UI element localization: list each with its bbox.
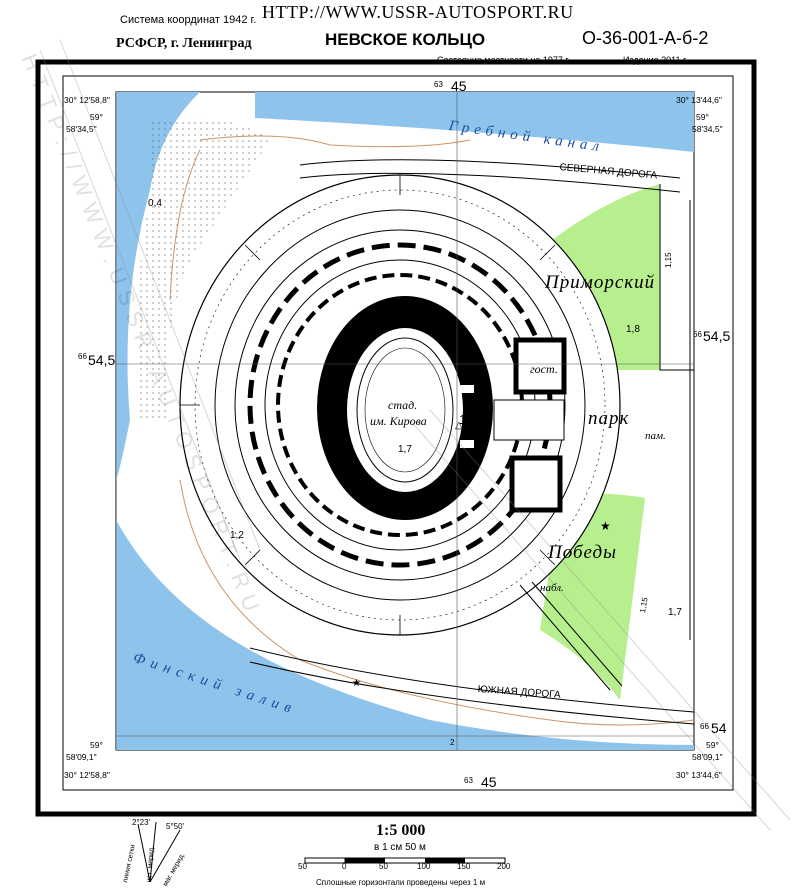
canal-water [255,92,694,152]
scale-tick: 0 [342,862,347,871]
lat-top-deg-right: 59° [696,112,709,122]
lon-right-top: 30° 13'44,6" [676,95,722,105]
east-road [659,184,694,371]
lat-top-deg-left: 59° [90,112,103,122]
lon-left-bottom: 30° 12'58,8" [64,770,110,780]
south-road-edge [249,661,694,725]
watermark-lines [39,39,791,831]
lon-right-bottom: 30° 13'44,6" [676,770,722,780]
star-icon: ★ [352,678,361,689]
grid-top-big: 45 [451,78,467,94]
declination-angle-1: 2°23' [132,818,151,827]
declination-angle-2: 5°50' [166,822,185,831]
stadium-gate [460,440,474,448]
elevation-main: 15,4 [459,412,485,427]
stadium-field-ring [347,328,463,492]
sheet-nomenclature: О-36-001-А-б-2 [582,28,709,48]
north-road-edge [299,159,681,179]
inner-frame [62,75,734,791]
south-road-edge [249,647,694,713]
scale-tick: 200 [497,862,511,871]
scale-ratio: 1:5 000 [376,822,426,839]
shore-dots [136,117,270,420]
lat-bottom-deg-left: 59° [90,740,103,750]
hotel-label: гост. [530,362,558,376]
header-url[interactable]: HTTP://WWW.USSR-AUTOSPORT.RU [262,2,574,22]
grid-top-sup: 63 [434,80,443,89]
scale-tick: 100 [417,862,431,871]
grid-right-sup: 66 [693,330,702,339]
radial-spokes [180,175,556,635]
diagonal-road [531,581,623,687]
observatory-label: набл. [540,582,564,594]
park-label-1: Приморский [545,272,656,293]
scale-bar [304,857,506,864]
lat-top-min-left: 58'34,5" [66,124,97,134]
running-track [356,337,454,483]
contour-line [169,149,201,301]
elevation-point: 0,4 [148,198,162,209]
park-north [533,184,660,370]
declination-diagram [137,821,181,883]
outer-ring-dots [194,189,606,621]
scale-tick: 50 [379,862,388,871]
coord-system-label: Система координат 1942 г. [120,14,257,26]
lat-bottom-min-right: 58'09,1" [692,752,723,762]
grid-right-big: 54,5 [703,328,731,344]
grid-bottom-sup: 63 [464,776,473,785]
grid-bottom-big: 45 [481,774,497,790]
building-east [509,455,563,513]
grid-left-big: 54,5 [88,352,116,368]
contour-label: 2 [450,738,455,747]
grid-right-bottom-sup: 66 [700,722,709,731]
scale-tick: 50 [298,862,307,871]
grid-left-sup: 66 [78,352,87,361]
contour-line [199,135,471,148]
elevation-point: 1,7 [668,607,682,618]
contour-label: 1,15 [664,252,673,268]
east-entrance [493,399,565,441]
park-label-3: Победы [548,542,617,563]
triangulation-icon: △ [455,420,463,431]
scale-note: в 1 см 50 м [374,842,426,853]
hotel-building [513,337,567,395]
stadium-gate [460,385,474,393]
bay-water [116,520,694,750]
ring-road-inner [234,229,566,581]
lat-top-min-right: 58'34,5" [692,124,723,134]
running-track-inner [364,347,446,473]
lat-bottom-min-left: 58'09,1" [66,752,97,762]
park-label-2: парк [588,408,630,429]
north-road-edge [299,172,681,193]
lon-left-top: 30° 12'58,8" [64,95,110,105]
scale-tick: 150 [457,862,471,871]
elevation-point: 1,7 [398,444,412,455]
elevation-point: 1,8 [626,324,640,335]
elevation-point: 1,2 [230,530,244,541]
stadium-label-1: стад. [388,398,418,412]
region-label: РСФСР, г. Ленинград [116,36,252,51]
lat-bottom-deg-right: 59° [706,740,719,750]
outer-frame [35,59,757,817]
left-water [116,92,200,480]
ring-road-outer [214,209,586,601]
stadium-label-2: им. Кирова [370,414,427,428]
contours-note: Сплошные горизонтали проведены через 1 м [316,878,486,887]
grid-right-bottom-big: 54 [711,720,727,736]
monument-label: пам. [645,430,666,442]
diagonal-road [519,584,611,691]
map-title: НЕВСКОЕ КОЛЬЦО [325,30,486,49]
star-icon: ★ [600,519,611,533]
